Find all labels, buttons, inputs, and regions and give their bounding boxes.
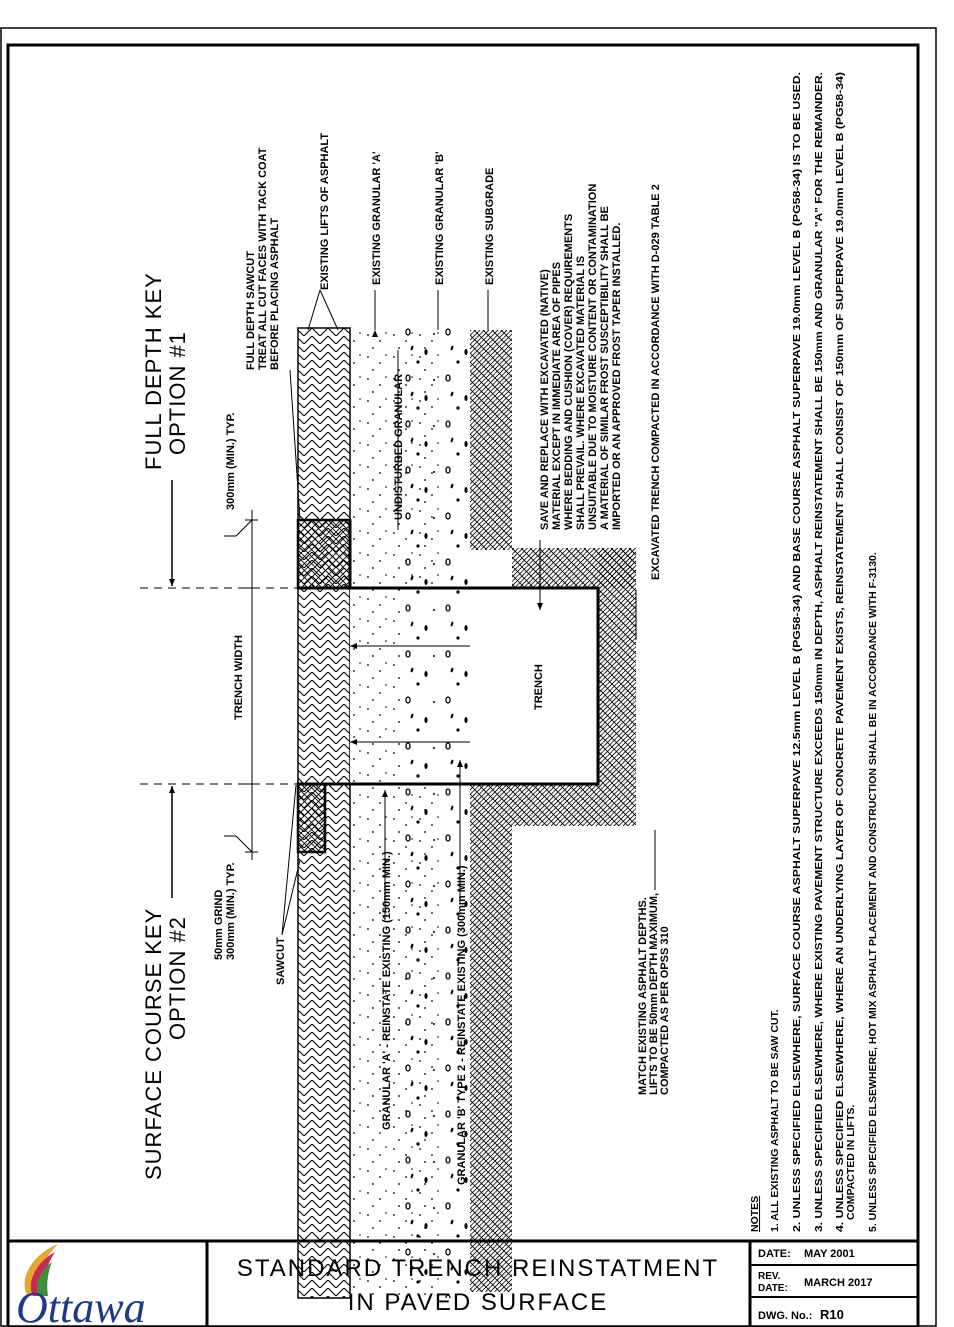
notes-heading: NOTES	[749, 1196, 761, 1232]
title-block: Ottawa STANDARD TRENCH REINSTATMENT IN P…	[8, 1239, 918, 1327]
label-trench-width: TRENCH WIDTH	[233, 635, 245, 720]
leader-sawcut	[281, 784, 301, 936]
label-existing-gran-b: EXISTING GRANULAR 'B'	[434, 151, 446, 285]
date-value: MAY 2001	[804, 1248, 855, 1260]
label-existing-subgrade: EXISTING SUBGRADE	[484, 168, 496, 285]
note-2: 2. UNLESS SPECIFIED ELSEWHERE, SURFACE C…	[791, 72, 803, 1232]
label-fd-sawcut-1: FULL DEPTH SAWCUT	[245, 251, 257, 370]
label-save-7: IMPORTED OR AN APPROVED FROST TAPER INST…	[611, 223, 623, 530]
dwg-label: DWG. No.:	[758, 1310, 812, 1322]
note-3: 3. UNLESS SPECIFIED ELSEWHERE, WHERE EXI…	[813, 72, 825, 1232]
full-depth-key	[296, 518, 352, 590]
label-match-2: LIFTS TO BE 50mm DEPTH MAXIMUM,	[648, 893, 660, 1095]
label-match-1: MATCH EXISTING ASPHALT DEPTHS.	[637, 897, 649, 1095]
labels: 300mm (MIN.) TYP. TRENCH WIDTH 50mm GRIN…	[213, 133, 671, 1185]
granular-b-layer	[400, 328, 470, 1298]
label-existing-gran-a: EXISTING GRANULAR 'A'	[371, 151, 383, 285]
note-1: 1. ALL EXISTING ASPHALT TO BE SAW CUT.	[769, 1009, 781, 1232]
trench-granular-a	[350, 588, 400, 784]
leader-existing-asphalt-a	[307, 289, 321, 331]
rev-label-2: DATE:	[758, 1283, 788, 1294]
label-grind-1: 50mm GRIND	[213, 890, 225, 960]
leader-sawcut-full	[289, 369, 301, 521]
inner-border	[6, 43, 920, 1327]
label-save-4: SHALL PREVAIL. WHERE EXCAVATED MATERIAL …	[575, 256, 587, 530]
leader-existing-asphalt-b	[319, 289, 339, 331]
label-match-3: COMPACTED AS PER OPSS 310	[659, 926, 671, 1095]
leader-grind	[224, 835, 253, 853]
note-5: 5. UNLESS SPECIFIED ELSEWHERE, HOT MIX A…	[867, 552, 879, 1232]
date-label: DATE:	[758, 1248, 791, 1260]
label-reinstate-b: GRANULAR 'B' TYPE 2 - REINSTATE EXISTING…	[456, 865, 468, 1185]
drawing-title-2: IN PAVED SURFACE	[348, 1289, 609, 1316]
label-existing-asphalt: EXISTING LIFTS OF ASPHALT	[319, 133, 331, 290]
dwg-value: R10	[820, 1307, 844, 1322]
label-dim-300: 300mm (MIN.) TYP.	[225, 412, 237, 510]
label-save-5: UNSUITABLE DUE TO MOISTURE CONTENT OR CO…	[587, 184, 599, 530]
option2-heading-2: OPTION #2	[165, 916, 190, 1040]
label-fd-sawcut-3: BEFORE PLACING ASPHALT	[269, 218, 281, 370]
label-save-6: A MATERIAL OF SIMILAR FROST SUSCEPTIBILI…	[599, 206, 611, 530]
trench-outline	[298, 520, 600, 786]
label-trench: TRENCH	[533, 664, 545, 710]
logo-wordmark: Ottawa	[16, 1283, 146, 1327]
note-4b: COMPACTED IN LIFTS.	[845, 1105, 857, 1220]
option2-heading-1: SURFACE COURSE KEY	[141, 908, 166, 1180]
label-reinstate-a: GRANULAR 'A' - REINSTATE EXISTING (150mm…	[381, 851, 393, 1130]
drawing-title-1: STANDARD TRENCH REINSTATMENT	[237, 1255, 719, 1282]
label-fd-sawcut-2: TREAT ALL CUT FACES WITH TACK COAT	[257, 147, 269, 370]
label-save-3: WHERE BEDDING AND CUSHION (COVER) REQUIR…	[563, 214, 575, 530]
trench-granular-b	[400, 588, 470, 784]
rev-value: MARCH 2017	[804, 1277, 872, 1289]
label-excavated: EXCAVATED TRENCH COMPACTED IN ACCORDANCE…	[650, 184, 662, 580]
label-save-1: SAVE AND REPLACE WITH EXCAVATED (NATIVE)	[539, 269, 551, 530]
subgrade-side-top	[598, 548, 636, 784]
note-4a: 4. UNLESS SPECIFIED ELSEWHERE, WHERE AN …	[834, 72, 846, 1232]
leader-300	[224, 519, 253, 537]
option1-heading-1: FULL DEPTH KEY	[141, 272, 166, 470]
subgrade-right	[470, 784, 512, 1292]
label-grind-2: 300mm (MIN.) TYP.	[225, 862, 237, 960]
label-save-2: MATERIAL EXCEPT IN IMMEDIATE AREA OF PIP…	[551, 262, 563, 530]
subgrade-step-bottom	[512, 784, 636, 826]
subgrade-left	[470, 330, 512, 550]
label-sawcut: SAWCUT	[275, 937, 287, 985]
rev-label-1: REV.	[758, 1271, 781, 1282]
label-undisturbed: UNDISTURBED GRANULAR	[393, 374, 405, 520]
option1-heading-2: OPTION #1	[165, 331, 190, 455]
ottawa-logo: Ottawa	[16, 1244, 146, 1327]
surface-course-key	[296, 782, 327, 854]
notes: NOTES 1. ALL EXISTING ASPHALT TO BE SAW …	[749, 72, 879, 1232]
headings: FULL DEPTH KEY OPTION #1 SURFACE COURSE …	[141, 272, 190, 1180]
